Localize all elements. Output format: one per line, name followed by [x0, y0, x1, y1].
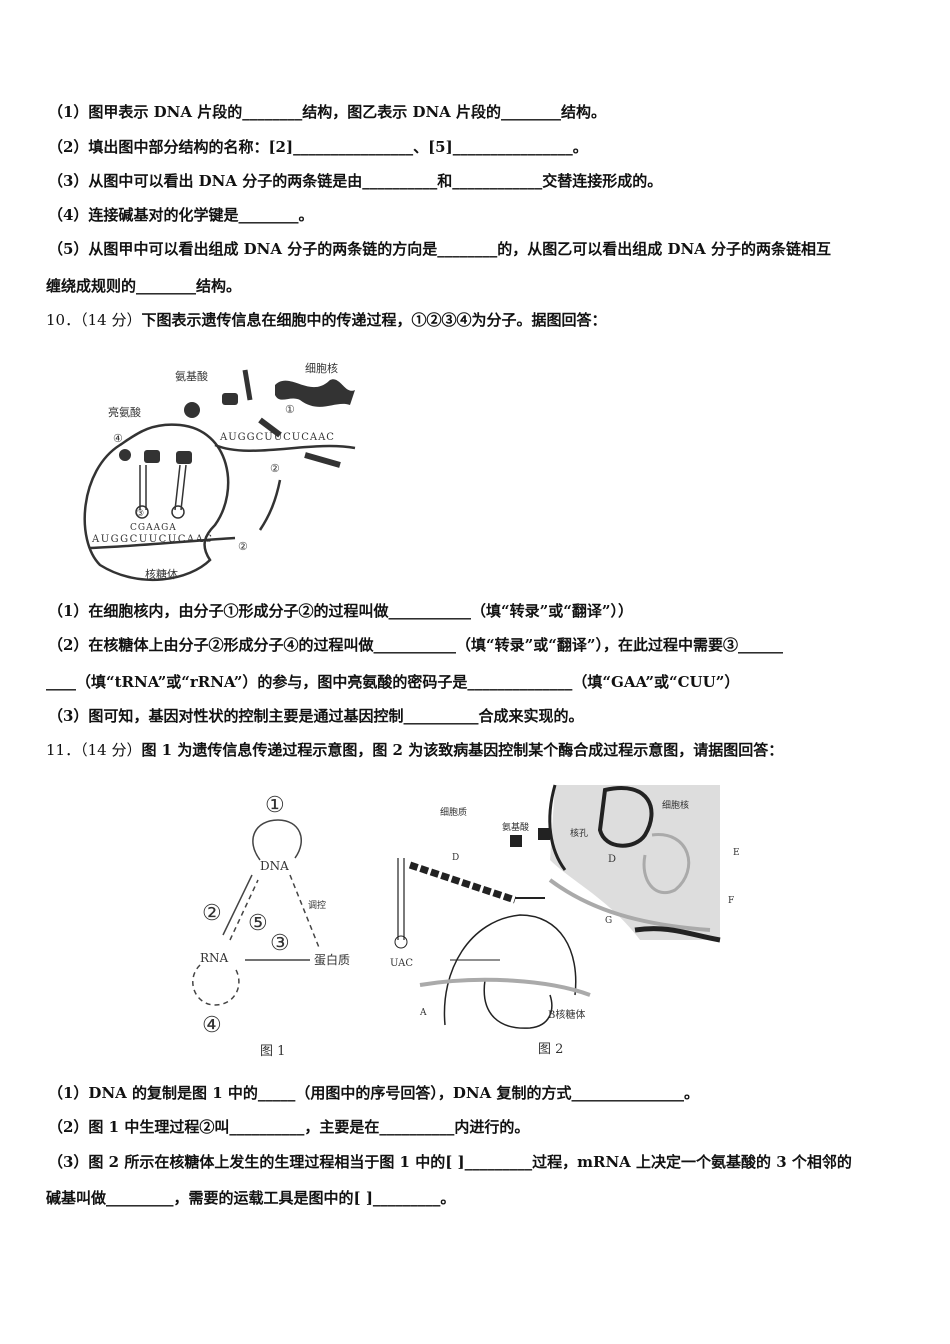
label-e: E [733, 848, 740, 858]
question-score: （14 分） [80, 741, 142, 759]
translation-diagram: 氨基酸 细胞核 亮氨酸 ④ ① ② ② ③ AUGGCUUCUCAAC AUGG… [83, 361, 356, 582]
q9-part2: （2）填出图中部分结构的名称：[2]________________、[5]__… [48, 138, 588, 156]
q11-part3-cont: 碱基叫做_________，需要的运载工具是图中的[ ]_________。 [46, 1189, 456, 1207]
label-a: A [419, 1008, 427, 1018]
label-g: G [605, 916, 612, 926]
label-process-1: ① [265, 793, 285, 818]
label-molecule-3: ③ [136, 509, 144, 519]
label-process-3: ③ [270, 931, 290, 956]
label-dna: DNA [260, 859, 289, 873]
q9-part5-cont: 缠绕成规则的________结构。 [46, 277, 242, 295]
q9-part4: （4）连接碱基对的化学键是________。 [48, 206, 314, 224]
anticodons: CGAAGA [130, 523, 177, 533]
label-nucleus: 细胞核 [305, 361, 338, 375]
q11-part2: （2）图 1 中生理过程②叫__________，主要是在__________内… [48, 1118, 530, 1136]
q11-part1: （1）DNA 的复制是图 1 中的_____（用图中的序号回答），DNA 复制的… [48, 1084, 699, 1102]
q11-stem: 11．（14 分）图 1 为遗传信息传递过程示意图，图 2 为该致病基因控制某个… [46, 740, 783, 760]
label-process-2: ② [202, 901, 222, 926]
label-amino-acid: 氨基酸 [502, 821, 529, 833]
question-number: 10． [46, 311, 81, 329]
label-molecule-4: ④ [113, 432, 123, 445]
mrna-sequence-bottom: AUGGCUUCUCAAC [91, 534, 213, 545]
label-process-4: ④ [202, 1013, 222, 1038]
figure-1-central-dogma: ① DNA ② ⑤ ③ 调控 RNA 蛋白质 ④ 图 1 [192, 793, 350, 1059]
q10-part2-cont: ____（填“tRNA”或“rRNA”）的参与，图中亮氨酸的密码子是______… [46, 673, 740, 691]
q10-stem: 10．（14 分）下图表示遗传信息在细胞中的传递过程，①②③④为分子。据图回答： [46, 310, 606, 330]
label-protein: 蛋白质 [314, 952, 350, 967]
question-text: 下图表示遗传信息在细胞中的传递过程，①②③④为分子。据图回答： [141, 311, 607, 329]
q10-part2: （2）在核糖体上由分子②形成分子④的过程叫做___________（填“转录”或… [48, 636, 783, 654]
label-molecule-2-top: ② [270, 462, 280, 475]
question-score: （14 分） [80, 311, 142, 329]
label-nucleus: 细胞核 [662, 799, 689, 811]
q11-part3: （3）图 2 所示在核糖体上发生的生理过程相当于图 1 中的[ ]_______… [48, 1153, 852, 1171]
label-nuclear-pore: 核孔 [570, 827, 588, 839]
label-rna: RNA [200, 951, 229, 965]
figure-2-enzyme-synthesis: 细胞质 氨基酸 核孔 细胞核 D D E F G UAC A B核糖体 图 2 [390, 784, 740, 1057]
question-number: 11． [46, 741, 81, 759]
mrna-sequence-top: AUGGCUUCUCAAC [219, 432, 335, 443]
q9-part5: （5）从图甲中可以看出组成 DNA 分子的两条链的方向是________的，从图… [48, 240, 832, 258]
label-ribosome: B核糖体 [548, 1008, 585, 1021]
question-text: 图 1 为遗传信息传递过程示意图，图 2 为该致病基因控制某个酶合成过程示意图，… [141, 741, 784, 759]
label-molecule-2-bottom: ② [238, 540, 248, 553]
q10-part1: （1）在细胞核内，由分子①形成分子②的过程叫做___________（填“转录”… [48, 602, 633, 620]
label-f: F [728, 896, 734, 906]
label-process-5: ⑤ [248, 911, 268, 936]
label-cytoplasm: 细胞质 [440, 806, 467, 818]
label-d-1: D [452, 853, 459, 863]
label-molecule-1: ① [285, 403, 295, 416]
label-regulate: 调控 [308, 899, 326, 911]
figure-2-caption: 图 2 [538, 1042, 563, 1057]
label-amino-acid: 氨基酸 [175, 369, 208, 383]
q10-part3: （3）图可知，基因对性状的控制主要是通过基因控制__________合成来实现的… [48, 707, 584, 725]
figure-1-caption: 图 1 [260, 1044, 285, 1059]
label-leucine: 亮氨酸 [108, 405, 141, 419]
q9-part3: （3）从图中可以看出 DNA 分子的两条链是由__________和______… [48, 172, 663, 190]
label-ribosome: 核糖体 [145, 567, 178, 581]
label-d-2: D [608, 854, 616, 865]
q9-part1: （1）图甲表示 DNA 片段的________结构，图乙表示 DNA 片段的__… [48, 103, 607, 121]
label-uac: UAC [390, 958, 413, 969]
